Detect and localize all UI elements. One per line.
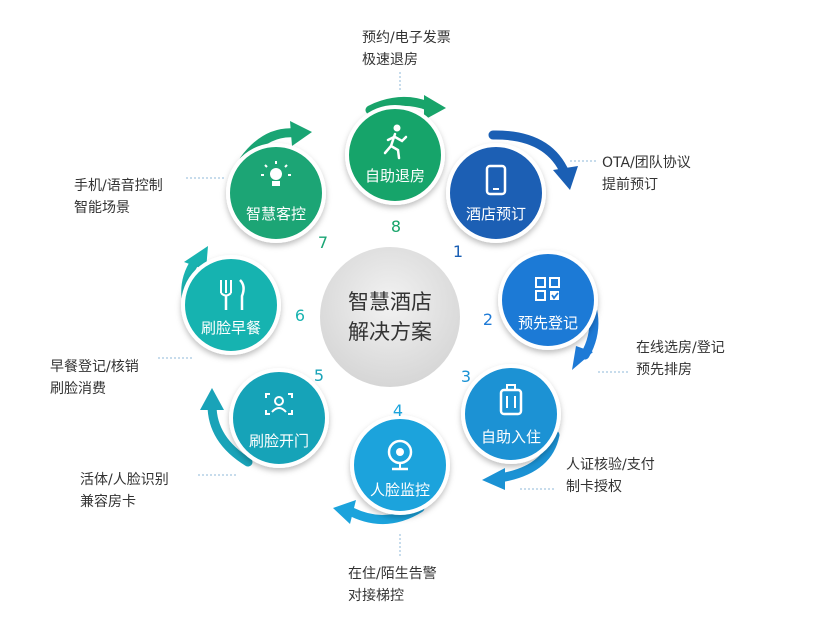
grid-check-icon <box>535 277 560 301</box>
node-number-checkout: 8 <box>391 217 401 236</box>
desc-booking-line1: OTA/团队协议 <box>602 155 691 171</box>
desc-checkout-line2: 极速退房 <box>362 52 418 68</box>
node-booking: 酒店预订 1 OTA/团队协议 提前预订 <box>446 130 691 261</box>
desc-precheck-line2: 预先排房 <box>636 362 692 378</box>
node-breakfast: 刷脸早餐 6 早餐登记/核销 刷脸消费 <box>50 246 305 397</box>
node-label-checkout: 自助退房 <box>365 167 425 185</box>
node-number-booking: 1 <box>453 242 463 261</box>
webcam-icon <box>387 439 413 471</box>
node-number-control: 7 <box>318 233 328 252</box>
arrowhead-selfin <box>482 468 505 490</box>
node-control: 智慧客控 7 手机/语音控制 智能场景 <box>74 121 328 252</box>
node-label-selfin: 自助入住 <box>481 428 541 446</box>
node-door: 刷脸开门 5 活体/人脸识别 兼容房卡 <box>80 366 329 510</box>
node-checkout: 自助退房 8 预约/电子发票 极速退房 <box>345 30 451 236</box>
bulb-icon <box>261 161 291 186</box>
node-label-precheck: 预先登记 <box>518 314 578 332</box>
node-label-control: 智慧客控 <box>246 205 306 223</box>
desc-control-line1: 手机/语音控制 <box>74 177 163 194</box>
node-label-monitor: 人脸监控 <box>370 481 430 499</box>
center-title-line1: 智慧酒店 <box>348 290 432 314</box>
arrow-checkout <box>365 96 433 115</box>
node-number-monitor: 4 <box>393 401 403 420</box>
desc-selfin-line1: 人证核验/支付 <box>566 457 655 473</box>
fork-knife-icon <box>220 279 245 310</box>
arrow-door <box>207 400 253 467</box>
desc-control-line2: 智能场景 <box>74 200 130 216</box>
node-label-breakfast: 刷脸早餐 <box>201 319 261 337</box>
desc-checkout-line1: 预约/电子发票 <box>362 30 451 46</box>
node-monitor: 人脸监控 4 在住/陌生告警 对接梯控 <box>333 401 450 604</box>
arrowhead-booking <box>553 166 578 190</box>
arrowhead-monitor <box>333 500 356 524</box>
arrowhead-checkout <box>424 95 446 120</box>
arrowhead-control <box>290 121 312 146</box>
node-label-booking: 酒店预订 <box>466 205 526 223</box>
arrowhead-breakfast <box>184 246 208 270</box>
arrowhead-door <box>200 388 224 410</box>
desc-breakfast-line1: 早餐登记/核销 <box>50 359 139 375</box>
running-person-icon <box>383 124 408 160</box>
node-number-door: 5 <box>314 366 324 385</box>
desc-precheck-line1: 在线选房/登记 <box>636 340 725 356</box>
luggage-icon <box>499 384 523 416</box>
center-hub: 智慧酒店 解决方案 <box>320 247 460 387</box>
desc-monitor-line2: 对接梯控 <box>348 587 404 604</box>
arrow-selfin <box>495 430 560 483</box>
desc-breakfast-line2: 刷脸消费 <box>50 381 106 397</box>
node-precheck: 预先登记 2 在线选房/登记 预先排房 <box>483 250 725 378</box>
smartphone-icon <box>485 164 507 196</box>
node-number-precheck: 2 <box>483 310 493 329</box>
desc-door-line1: 活体/人脸识别 <box>80 472 169 488</box>
face-scan-icon <box>265 393 293 415</box>
desc-booking-line2: 提前预订 <box>602 176 658 193</box>
desc-monitor-line1: 在住/陌生告警 <box>348 566 437 582</box>
arrowhead-precheck <box>572 346 593 370</box>
node-label-door: 刷脸开门 <box>249 432 309 450</box>
arrow-booking <box>488 130 570 178</box>
desc-door-line2: 兼容房卡 <box>80 493 136 510</box>
node-selfin: 自助入住 3 人证核验/支付 制卡授权 <box>461 364 655 495</box>
node-number-selfin: 3 <box>461 367 471 386</box>
node-number-breakfast: 6 <box>295 306 305 325</box>
center-title-line2: 解决方案 <box>348 320 432 344</box>
desc-selfin-line2: 制卡授权 <box>566 479 622 495</box>
